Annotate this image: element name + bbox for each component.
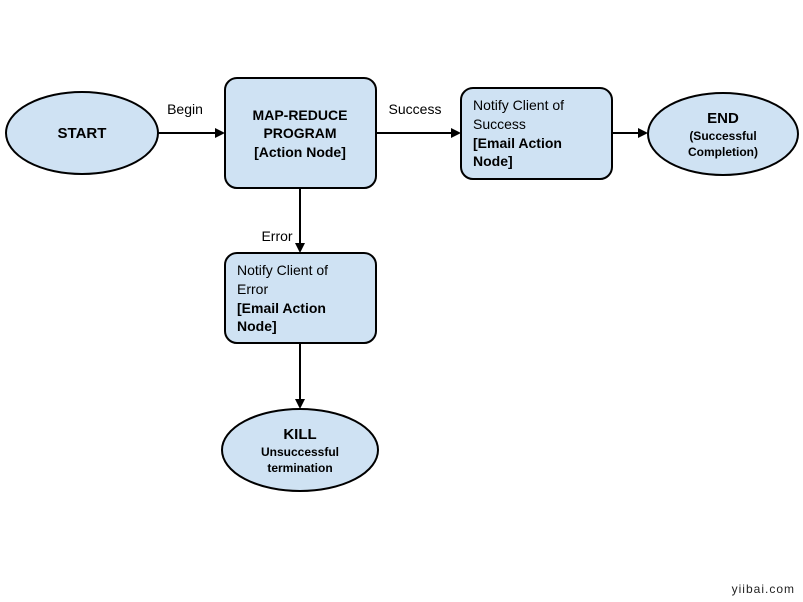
edge-error: Error xyxy=(261,188,305,253)
notify-success-line1: Notify Client of xyxy=(473,97,564,113)
notify-success-line3: [Email Action xyxy=(473,135,562,151)
kill-node: KILL Unsuccessful termination xyxy=(221,408,379,492)
notify-error-line1: Notify Client of xyxy=(237,262,328,278)
end-line3: Completion) xyxy=(688,145,758,159)
end-node: END (Successful Completion) xyxy=(647,92,799,176)
notify-error-line4: Node] xyxy=(237,318,277,334)
kill-line2: Unsuccessful xyxy=(261,445,339,459)
edge-success-label: Success xyxy=(389,101,442,117)
kill-line1: KILL xyxy=(283,426,316,443)
notify-success-line4: Node] xyxy=(473,153,513,169)
notify-error-line3: [Email Action xyxy=(237,300,326,316)
start-label: START xyxy=(58,125,107,142)
map-reduce-line2: PROGRAM xyxy=(263,125,336,141)
notify-success-node: Notify Client of Success [Email Action N… xyxy=(460,87,613,180)
edge-begin-label: Begin xyxy=(167,101,203,117)
notify-error-node: Notify Client of Error [Email Action Nod… xyxy=(224,252,377,344)
notify-success-line2: Success xyxy=(473,116,526,132)
edge-error-to-kill xyxy=(295,343,305,409)
edge-begin: Begin xyxy=(158,101,225,138)
edge-success-to-end xyxy=(612,128,648,138)
map-reduce-line1: MAP-REDUCE xyxy=(253,107,348,123)
edge-success: Success xyxy=(376,101,461,138)
map-reduce-line3: [Action Node] xyxy=(254,144,346,160)
edge-error-label: Error xyxy=(261,228,292,244)
end-line1: END xyxy=(707,110,739,127)
kill-line3: termination xyxy=(267,461,332,475)
map-reduce-node: MAP-REDUCE PROGRAM [Action Node] xyxy=(224,77,377,189)
watermark-text: yiibai.com xyxy=(731,582,795,596)
end-line2: (Successful xyxy=(689,129,756,143)
start-node: START xyxy=(5,91,159,175)
notify-error-line2: Error xyxy=(237,281,268,297)
